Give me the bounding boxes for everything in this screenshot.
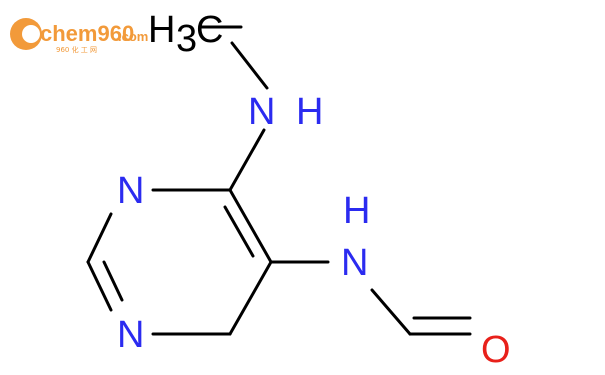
carbonyl-o-label: O xyxy=(481,329,511,371)
atom-labels: H 3 C N H N N H N O xyxy=(117,9,511,371)
bond-amide-n-c xyxy=(370,288,412,336)
bond-c2-n1-inner xyxy=(102,260,124,302)
bond-methyl-amine xyxy=(230,41,269,90)
ring-n-upper-label: N xyxy=(117,170,144,212)
methyl-c-label: C xyxy=(196,9,223,51)
amide-n-label: N xyxy=(341,242,368,284)
amide-h-label: H xyxy=(343,190,370,232)
logo-tld-text: .com xyxy=(118,29,148,44)
bond-n3-c2 xyxy=(86,212,113,264)
logo-brand-text: chem960 xyxy=(40,21,134,46)
amine-h-label: H xyxy=(296,91,323,133)
bond-c4-c5 xyxy=(228,188,273,264)
chem960-logo: chem960 .com 960 化 工 网 xyxy=(10,18,148,54)
bond-c2-n1 xyxy=(86,260,113,312)
ring-n-lower-label: N xyxy=(117,314,144,356)
logo-c-cutout xyxy=(22,25,40,43)
amine-n-label: N xyxy=(248,91,275,133)
methyl-subscript: 3 xyxy=(176,18,197,60)
methyl-h-label: H xyxy=(148,9,175,51)
bond-c4-c5-inner xyxy=(223,205,255,258)
logo-subtitle: 960 化 工 网 xyxy=(56,45,97,54)
bond-amine-c4 xyxy=(228,128,266,192)
bond-c6-c5 xyxy=(228,260,273,336)
bonds xyxy=(86,25,472,336)
